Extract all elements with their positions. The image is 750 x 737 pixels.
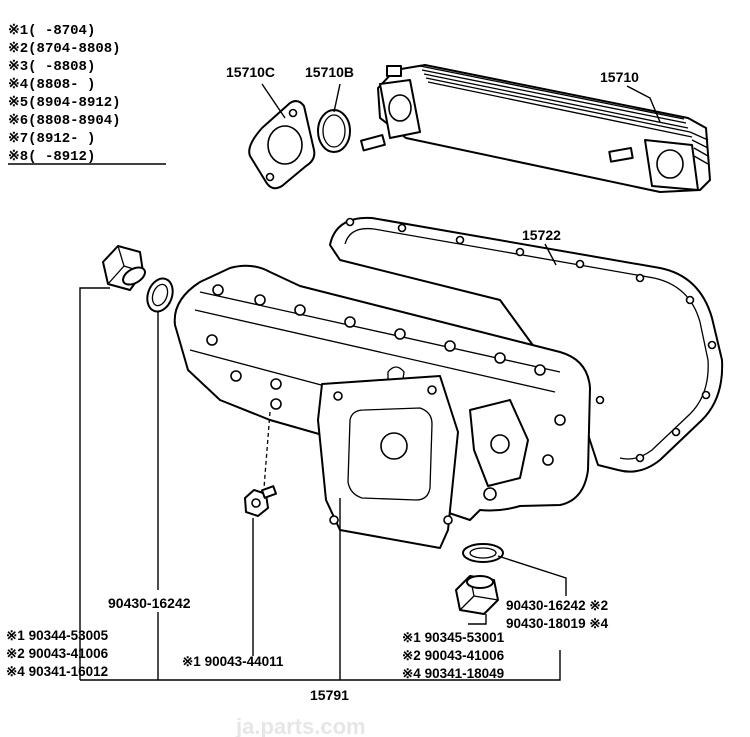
left-group-line-2: ※2 90043-41006 [6, 646, 109, 661]
legend-row-4: ※4(8808- ) [8, 77, 95, 93]
part-15710B-oring[interactable] [317, 109, 351, 153]
label-15710B: 15710B [305, 64, 354, 80]
housing-flange [317, 375, 459, 549]
label-15710C: 15710C [226, 64, 275, 80]
label-15710: 15710 [600, 69, 639, 85]
part-gasket-ring-right[interactable] [462, 543, 504, 563]
legend-row-3: ※3( -8808) [8, 59, 95, 75]
part-gasket-ring-left[interactable] [143, 275, 177, 315]
legend-table: ※1( -8704) ※2(8704-8808) ※3( -8808) ※4(8… [8, 23, 166, 165]
legend-row-8: ※8( -8912) [8, 149, 95, 165]
right-gasket-line-2: 90430-18019 ※4 [506, 616, 609, 631]
part-15722-gasket[interactable] [329, 216, 724, 473]
legend-row-6: ※6(8808-8904) [8, 113, 121, 129]
part-plug-90345-53001[interactable] [455, 575, 499, 615]
leader-lines [79, 83, 661, 681]
label-90430-left: 90430-16242 [108, 595, 191, 611]
watermark: ja.parts.com [235, 714, 366, 737]
right-gasket-line-1: 90430-16242 ※2 [506, 598, 608, 613]
part-number-labels: 15710C 15710B 15710 15722 90430-16242 ※1… [6, 64, 639, 703]
right-group-line-2: ※2 90043-41006 [402, 648, 505, 663]
legend-row-1: ※1( -8704) [8, 23, 95, 39]
right-group-line-3: ※4 90341-18049 [402, 666, 504, 681]
part-plug-90344-53005[interactable] [102, 245, 148, 291]
part-bolt-90043-44011[interactable] [244, 398, 282, 517]
left-group-line-1: ※1 90344-53005 [6, 628, 109, 643]
part-15710-oil-cooler[interactable] [360, 64, 711, 193]
right-group-line-1: ※1 90345-53001 [402, 630, 505, 645]
label-15791: 15791 [310, 687, 349, 703]
legend-row-7: ※7(8912- ) [8, 131, 95, 147]
part-15710C-gasket[interactable] [248, 100, 316, 190]
legend-row-2: ※2(8704-8808) [8, 41, 121, 57]
left-group-line-3: ※4 90341-16012 [6, 664, 108, 679]
label-15722: 15722 [522, 227, 561, 243]
legend-row-5: ※5(8904-8912) [8, 95, 121, 111]
center-bolt-label: ※1 90043-44011 [182, 654, 284, 669]
